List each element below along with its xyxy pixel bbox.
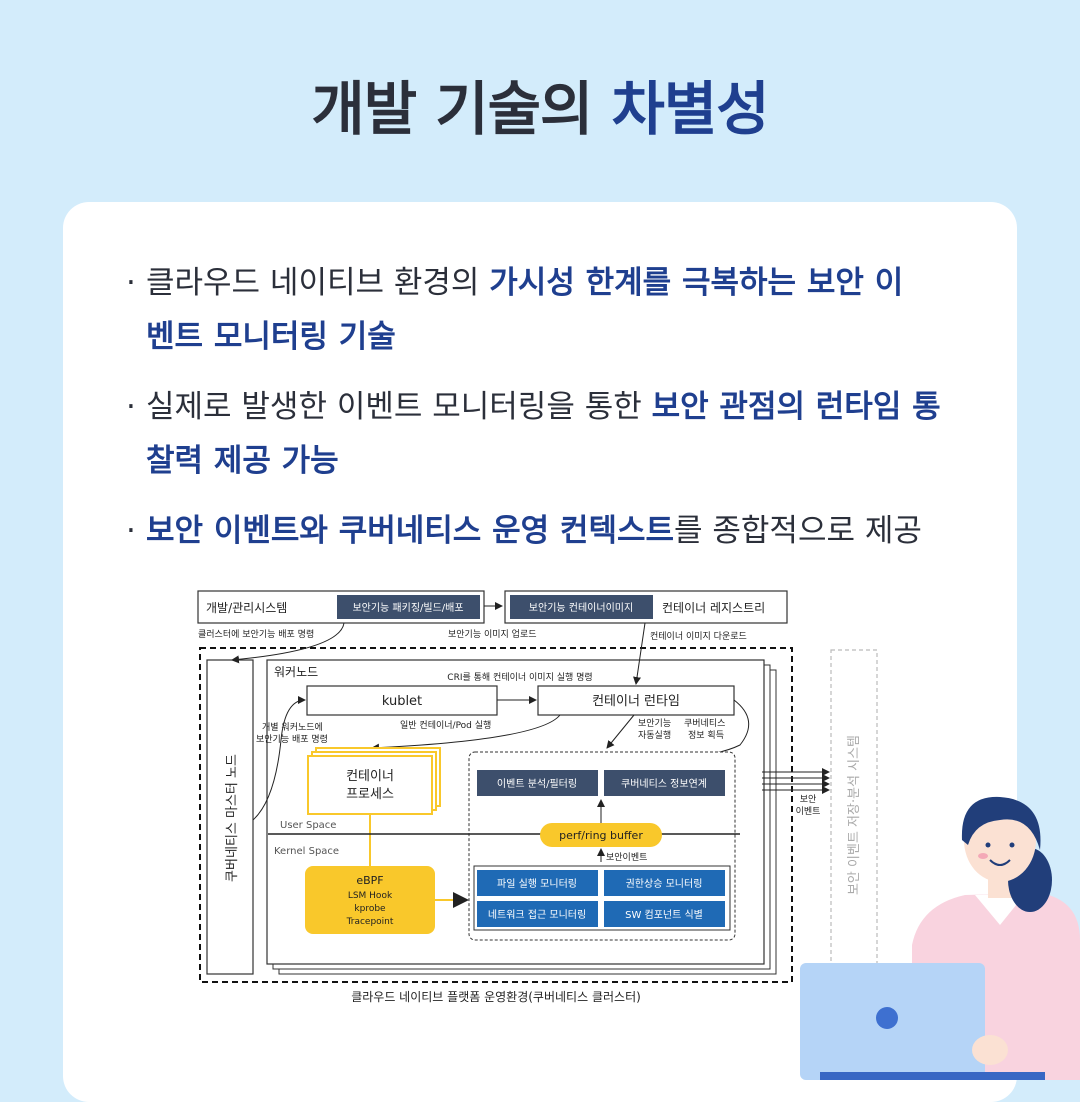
container-proc-line2: 프로세스 <box>346 787 394 802</box>
auto-run-line1: 보안기능 <box>638 718 671 729</box>
ring-buffer-box <box>540 823 662 847</box>
sec-event-out-line2: 이벤트 <box>796 806 821 817</box>
bullet-list: ·클라우드 네이티브 환경의 가시성 한계를 극복하는 보안 이벤트 모니터링 … <box>126 256 986 574</box>
event-filter-label: 이벤트 분석/필터링 <box>497 778 577 790</box>
pod-run-label: 일반 컨테이너/Pod 실행 <box>400 719 491 731</box>
master-node-label: 쿠버네티스 마스터 노드 <box>225 754 240 882</box>
k8s-link-box <box>604 770 725 796</box>
runtime-box <box>537 685 735 716</box>
bullet-item: ·실제로 발생한 이벤트 모니터링을 통한 보안 관점의 런타임 통찰력 제공 … <box>126 389 941 479</box>
platform-label: 클라우드 네이티브 플랫폼 운영환경(쿠버네티스 클러스터) <box>351 990 641 1004</box>
cluster-border <box>199 647 793 983</box>
ebpf-line3: kprobe <box>354 904 386 914</box>
sec-event-out-line1: 보안 <box>800 794 817 805</box>
sw-id-label: SW 컴포넌트 식별 <box>625 909 703 921</box>
auto-run-line2: 자동실행 <box>638 729 671 741</box>
worker-deploy-line1: 개별 워커노드에 <box>262 722 323 733</box>
worker-node-label: 워커노드 <box>274 665 318 679</box>
page-title: 개발 기술의 차별성 <box>311 75 769 143</box>
image-upload-label: 보안기능 이미지 업로드 <box>448 629 537 640</box>
container-proc-line1: 컨테이너 <box>346 769 394 784</box>
file-mon-label: 파일 실행 모니터링 <box>497 878 577 890</box>
priv-mon-label: 권한상승 모니터링 <box>626 878 703 890</box>
file-mon-box <box>477 870 598 896</box>
worker-deploy-line2: 보안기능 배포 명령 <box>256 733 328 745</box>
image-box <box>510 595 653 619</box>
build-label: 보안기능 패키징/빌드/배포 <box>352 602 463 614</box>
priv-mon-box <box>604 870 725 896</box>
k8s-info-line2: 정보 획득 <box>688 729 724 741</box>
dev-system-label: 개발/관리시스템 <box>206 601 287 615</box>
registry-label: 컨테이너 레지스트리 <box>662 601 765 615</box>
net-mon-box <box>477 901 598 927</box>
build-box <box>337 595 480 619</box>
security-event-label: 보안이벤트 <box>606 852 647 863</box>
bullet-item: ·보안 이벤트와 쿠버네티스 운영 컨텍스트를 종합적으로 제공 <box>126 513 922 549</box>
ring-buffer-label: perf/ring buffer <box>559 829 643 842</box>
kublet-box <box>306 685 498 716</box>
ebpf-line1: eBPF <box>356 874 383 887</box>
kublet-label: kublet <box>382 694 422 709</box>
master-node-box <box>206 659 254 975</box>
ebpf-box <box>305 866 435 934</box>
net-mon-label: 네트워크 접근 모니터링 <box>488 908 586 921</box>
event-filter-box <box>477 770 598 796</box>
deploy-cmd-label: 클러스터에 보안기능 배포 명령 <box>198 628 314 640</box>
image-label: 보안기능 컨테이너이미지 <box>529 602 633 614</box>
sw-id-box <box>604 901 725 927</box>
runtime-label: 컨테이너 런타임 <box>592 694 680 709</box>
kernel-space-label: Kernel Space <box>274 846 339 857</box>
image-download-label: 컨테이너 이미지 다운로드 <box>650 631 747 642</box>
bullet-item: ·클라우드 네이티브 환경의 가시성 한계를 극복하는 보안 이벤트 모니터링 … <box>126 265 904 355</box>
k8s-info-line1: 쿠버네티스 <box>684 718 725 729</box>
cri-label: CRI를 통해 컨테이너 이미지 실행 명령 <box>447 671 592 683</box>
ebpf-line4: Tracepoint <box>346 917 394 927</box>
k8s-link-label: 쿠버네티스 정보연계 <box>621 778 707 790</box>
container-process-box <box>307 755 433 815</box>
ebpf-line2: LSM Hook <box>348 891 393 901</box>
storage-label: 보안 이벤트 저장·분석 시스템 <box>847 735 862 895</box>
user-space-label: User Space <box>280 820 336 831</box>
